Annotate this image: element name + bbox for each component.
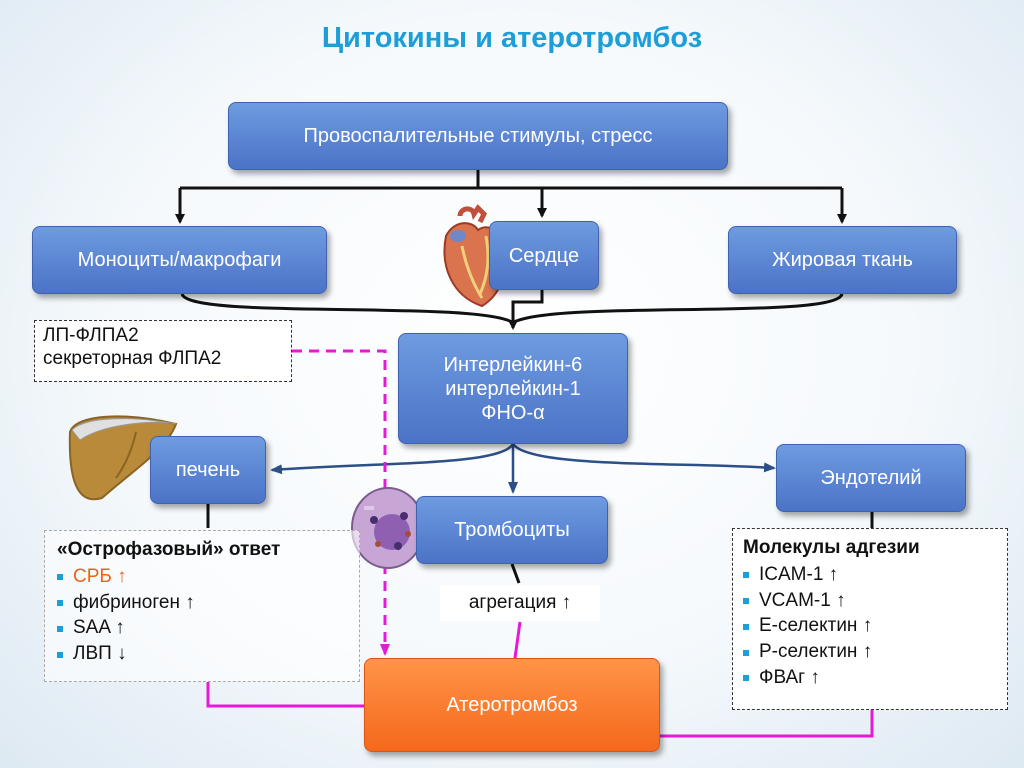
atherothrombosis-node: Атеротромбоз bbox=[364, 658, 660, 752]
acute-phase-item: SAA ↑ bbox=[73, 617, 125, 639]
adhesion-item: P-селектин ↑ bbox=[759, 641, 873, 663]
heart-node: Сердце bbox=[489, 221, 599, 290]
platelets-node: Тромбоциты bbox=[416, 496, 608, 564]
adhesion-item: E-селектин ↑ bbox=[759, 615, 873, 637]
bullet-icon bbox=[57, 625, 63, 632]
list-item: ФВАг ↑ bbox=[743, 667, 997, 690]
arrow-cytokines-to-liver bbox=[270, 443, 515, 475]
curve-adipose-to-cytokines bbox=[513, 293, 844, 324]
adhesion-molecules-box: Молекулы адгезии ICAM-1 ↑ VCAM-1 ↑ E-сел… bbox=[732, 528, 1008, 710]
acute-phase-item: СРБ ↑ bbox=[73, 565, 127, 587]
cytokine-il6: Интерлейкин-6 bbox=[443, 353, 583, 376]
list-item: SAA ↑ bbox=[57, 617, 347, 640]
endothelium-node: Эндотелий bbox=[776, 444, 966, 512]
curve-monocytes-to-cytokines bbox=[180, 293, 513, 324]
adhesion-title: Молекулы адгезии bbox=[743, 537, 920, 558]
cytokines-node: Интерлейкин-6 интерлейкин-1 ФНО-α bbox=[398, 333, 628, 444]
acute-phase-box: «Острофазовый» ответ СРБ ↑ фибриноген ↑ … bbox=[44, 530, 360, 682]
lp-pla2-label: ЛП-ФЛПА2 bbox=[43, 325, 139, 346]
list-item: СРБ ↑ bbox=[57, 566, 347, 589]
monocytes-node: Моноциты/макрофаги bbox=[32, 226, 327, 294]
acute-phase-item: ЛВП ↓ bbox=[73, 643, 127, 665]
cytokine-il1: интерлейкин-1 bbox=[445, 377, 581, 400]
bullet-icon bbox=[743, 675, 749, 682]
connector-platelets-to-aggregation bbox=[510, 563, 521, 584]
liver-icon bbox=[68, 415, 178, 501]
adhesion-item: ФВАг ↑ bbox=[759, 666, 820, 688]
bullet-icon bbox=[743, 649, 749, 656]
bullet-icon bbox=[57, 599, 63, 606]
bullet-icon bbox=[57, 574, 63, 581]
acute-phase-item: фибриноген ↑ bbox=[73, 591, 195, 613]
lp-pla2-box: ЛП-ФЛПА2 секреторная ФЛПА2 bbox=[34, 320, 292, 382]
bullet-icon bbox=[743, 623, 749, 630]
arrow-cytokines-to-endothelium bbox=[511, 443, 776, 473]
acute-phase-list: СРБ ↑ фибриноген ↑ SAA ↑ ЛВП ↓ bbox=[57, 566, 347, 666]
connector-adhesion-to-atherothrombosis bbox=[660, 710, 874, 738]
bullet-icon bbox=[57, 651, 63, 658]
connector-acute-phase-to-atherothrombosis bbox=[206, 682, 364, 708]
adhesion-list: ICAM-1 ↑ VCAM-1 ↑ E-селектин ↑ P-селекти… bbox=[743, 564, 997, 690]
adhesion-item: ICAM-1 ↑ bbox=[759, 563, 839, 585]
page-title: Цитокины и атеротромбоз bbox=[321, 22, 703, 54]
bullet-icon bbox=[743, 572, 749, 579]
secretory-pla2-label: секреторная ФЛПА2 bbox=[43, 347, 222, 369]
stimuli-node: Провоспалительные стимулы, стресс bbox=[228, 102, 728, 170]
list-item: E-селектин ↑ bbox=[743, 615, 997, 638]
connector-heart-to-cytokines bbox=[508, 290, 544, 330]
list-item: P-селектин ↑ bbox=[743, 641, 997, 664]
list-item: фибриноген ↑ bbox=[57, 592, 347, 615]
adhesion-item: VCAM-1 ↑ bbox=[759, 589, 846, 611]
bullet-icon bbox=[743, 597, 749, 604]
cytokine-tnf: ФНО-α bbox=[481, 401, 545, 424]
platelet-cell-icon bbox=[351, 487, 425, 569]
connector-aggregation-to-atherothrombosis bbox=[513, 621, 522, 659]
acute-phase-title: «Острофазовый» ответ bbox=[57, 539, 281, 560]
list-item: ЛВП ↓ bbox=[57, 643, 347, 666]
adipose-tissue-node: Жировая ткань bbox=[728, 226, 957, 294]
list-item: ICAM-1 ↑ bbox=[743, 564, 997, 587]
aggregation-label: агрегация ↑ bbox=[440, 585, 600, 621]
list-item: VCAM-1 ↑ bbox=[743, 590, 997, 613]
liver-node: печень bbox=[150, 436, 266, 504]
